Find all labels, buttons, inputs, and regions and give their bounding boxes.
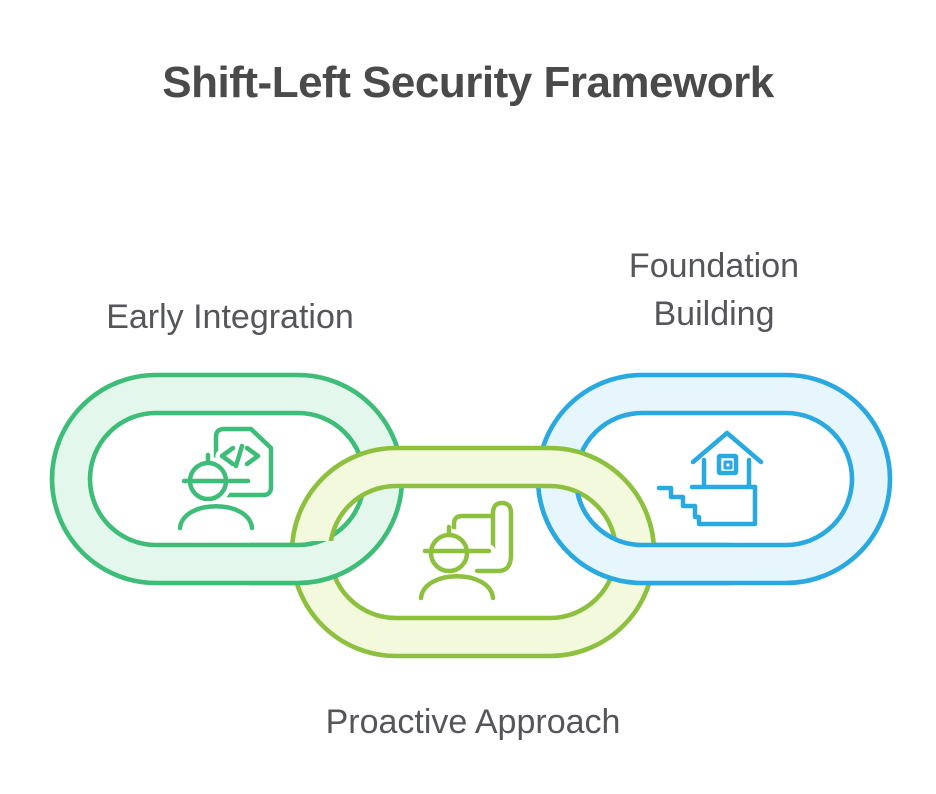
node-label-foundation-building: Foundation Building <box>628 247 800 334</box>
engineer-blueprint-icon <box>414 500 514 605</box>
house-window-pane <box>723 460 733 470</box>
blueprint-shape <box>451 500 514 574</box>
house-roof <box>690 430 764 465</box>
engineer-code-document-icon <box>177 426 274 531</box>
node-label-proactive-approach: Proactive Approach <box>325 703 621 741</box>
page-title: Shift-Left Security Framework <box>162 58 774 107</box>
code-glyph <box>219 443 261 469</box>
foundation-stairs <box>656 484 758 527</box>
node-label-early-integration: Early Integration <box>106 298 354 336</box>
chain-link-foundation-building <box>535 372 893 586</box>
house-window <box>716 453 739 476</box>
engineer-shoulders <box>177 504 255 531</box>
engineer-shoulders <box>418 574 496 601</box>
chain-link-proactive-approach <box>289 445 657 659</box>
house-foundation-stairs-icon <box>656 430 764 527</box>
house-walls <box>701 457 752 489</box>
